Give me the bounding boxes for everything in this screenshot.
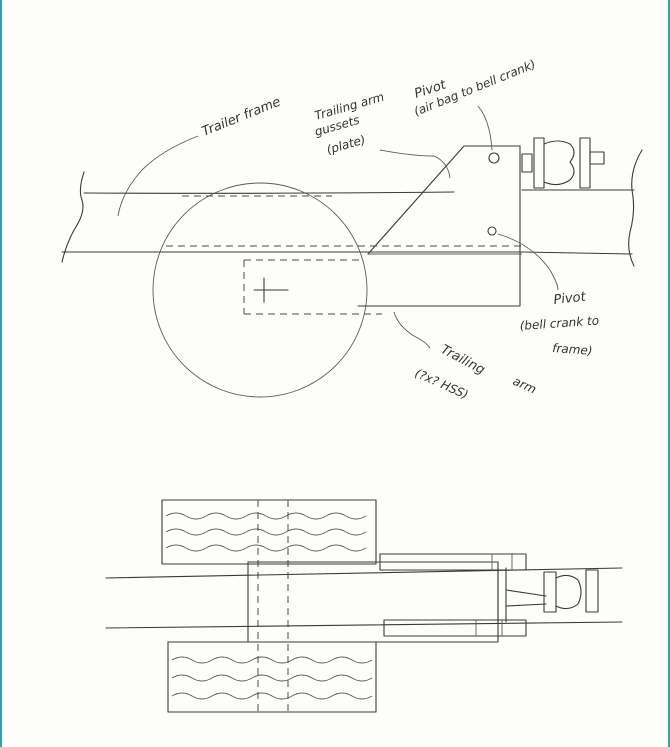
pivot-hole-airbag: [488, 152, 500, 164]
tire-bottom-tread: [171, 656, 373, 700]
leader-gussets: [379, 149, 451, 179]
frame-rail-top: [105, 567, 623, 579]
tire-bottom: [167, 641, 377, 713]
label-pivot-frame-2: (bell crank to: [519, 313, 599, 333]
leader-pivot-airbag: [477, 105, 493, 151]
hub-hidden-line: [243, 259, 382, 315]
leader-pivot-frame: [497, 233, 559, 291]
frame-bottom-line: [61, 251, 633, 255]
side-view: Trailer frame Trailing arm gussets (plat…: [61, 57, 643, 402]
tire-top: [161, 499, 377, 565]
wheel-circle: [152, 182, 368, 398]
label-pivot-frame-1: Pivot: [553, 290, 587, 308]
gusset-plate: [357, 145, 521, 307]
trailing-arm-lower-div: [475, 620, 503, 636]
leader-trailer-frame: [117, 135, 199, 217]
trailing-arm-upper-div: [491, 554, 513, 570]
frame-break-right: [628, 149, 643, 267]
label-pivot-frame-3: frame): [552, 341, 593, 358]
label-trailing-arm-1: Trailing: [438, 342, 487, 378]
axle-hidden-lines: [257, 500, 289, 712]
air-bag: [521, 137, 605, 189]
trailing-arm-upper: [379, 553, 527, 571]
top-view: [105, 499, 623, 713]
trailing-arm-lower: [383, 619, 527, 637]
label-trailing-arm-3: (?x? HSS): [413, 366, 471, 402]
label-gussets-3: (plate): [325, 132, 367, 156]
label-trailing-arm-2: arm: [511, 374, 539, 397]
pivot-hole-frame: [487, 226, 497, 236]
frame-top-line: [83, 191, 455, 194]
leader-trailing-arm: [393, 311, 431, 349]
frame-break-left: [61, 171, 85, 263]
label-trailer-frame: Trailer frame: [200, 95, 283, 140]
bell-crank: [497, 567, 547, 623]
frame-rail-bottom: [105, 621, 623, 629]
air-bag-top: [543, 569, 599, 613]
tire-top-tread: [165, 512, 367, 552]
